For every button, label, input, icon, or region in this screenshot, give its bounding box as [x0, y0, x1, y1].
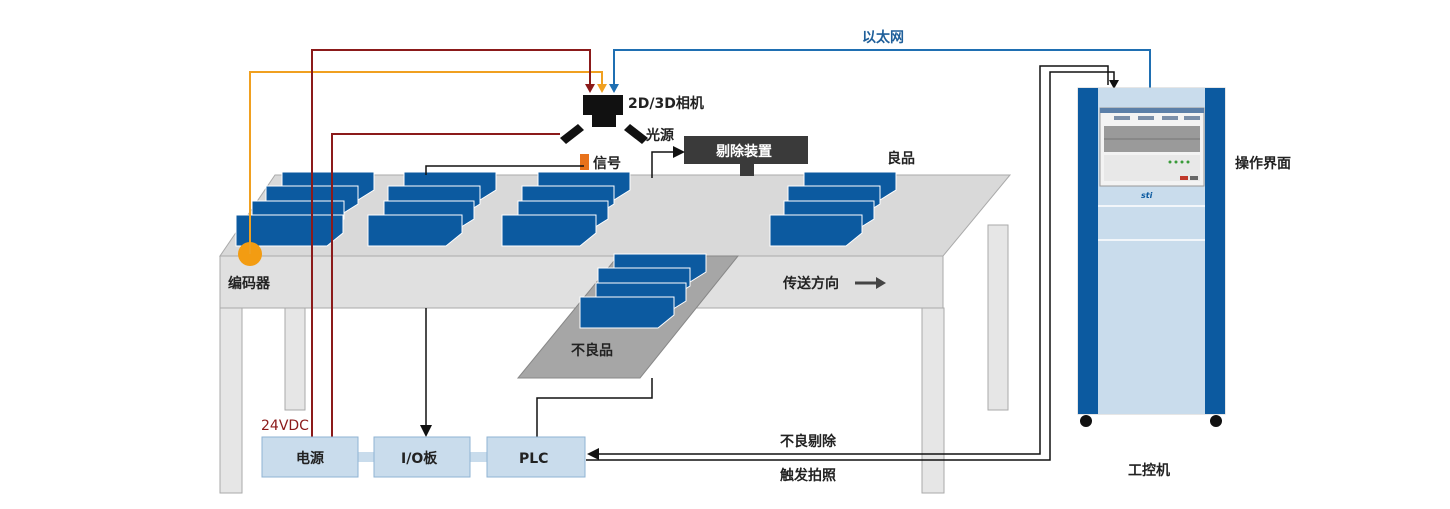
ipc-cabinet: sti — [1077, 87, 1226, 427]
good-label: 良品 — [887, 150, 915, 167]
voltage-label: 24VDC — [261, 418, 309, 434]
plc-label: PLC — [519, 451, 548, 467]
table-leg-front-left — [219, 307, 243, 494]
table-leg-back-right — [987, 224, 1009, 411]
cabinet-side-left — [1078, 88, 1098, 414]
reject-device-stem — [740, 164, 754, 176]
reject-device-label: 剔除装置 — [715, 143, 772, 160]
wire-power-light — [331, 133, 560, 440]
camera-label: 2D/3D相机 — [628, 95, 704, 112]
product-group-good — [769, 171, 897, 247]
power-box — [261, 436, 359, 478]
trigger-label: 触发拍照 — [779, 467, 836, 484]
cabinet-wheel-left — [1080, 415, 1092, 427]
direction-label: 传送方向 — [782, 275, 839, 292]
table-leg-front-right — [921, 307, 945, 494]
camera-body — [583, 95, 623, 115]
encoder-label: 编码器 — [228, 275, 271, 292]
ipc-label: 工控机 — [1128, 462, 1170, 479]
io-board-label: I/O板 — [401, 450, 438, 467]
product-group-2 — [367, 171, 497, 247]
signal-sensor — [580, 154, 589, 170]
io-board-box — [373, 436, 471, 478]
bad-label: 不良品 — [571, 342, 613, 359]
light-left — [560, 124, 584, 144]
product-group-3 — [501, 171, 631, 247]
cabinet-side-right — [1205, 88, 1225, 414]
light-label: 光源 — [645, 127, 674, 144]
product-group-1 — [235, 171, 375, 247]
link-power-io — [358, 452, 376, 462]
link-io-plc — [470, 452, 488, 462]
light-right — [624, 124, 648, 144]
signal-label: 信号 — [593, 155, 621, 172]
camera-lens — [592, 115, 616, 127]
wire-signal-reject — [425, 165, 584, 175]
wire-chute-plc — [536, 378, 653, 440]
ethernet-label: 以太网 — [862, 29, 904, 46]
reject-bad-label: 不良剔除 — [780, 433, 837, 450]
product-group-bad — [579, 253, 707, 329]
cabinet-brand: sti — [1141, 191, 1153, 200]
wire-encoder-camera — [249, 71, 603, 254]
reject-device — [684, 136, 808, 164]
operator-ui-label: 操作界面 — [1235, 155, 1291, 172]
wire-ethernet — [613, 49, 1151, 90]
wire-trigger — [586, 71, 1115, 461]
cabinet-wheel-right — [1210, 415, 1222, 427]
wire-power-camera — [311, 49, 591, 440]
plc-box — [486, 436, 586, 478]
wire-to-reject-device — [651, 146, 685, 178]
power-label: 电源 — [296, 450, 324, 467]
table-leg-back-left — [284, 304, 306, 411]
